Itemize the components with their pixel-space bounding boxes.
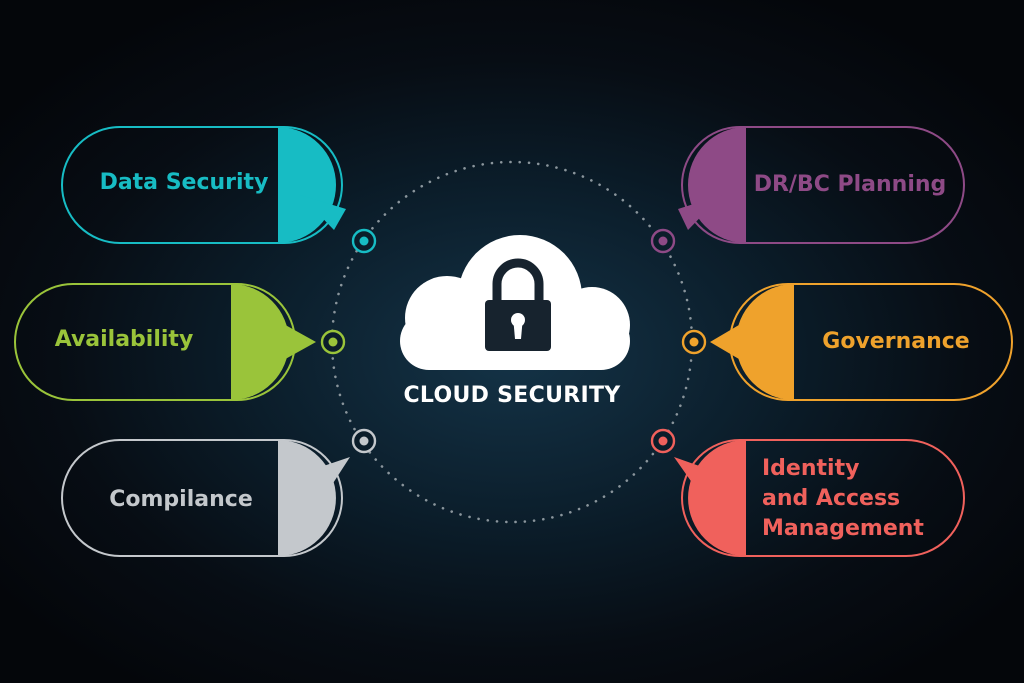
compliance-label-line: Compilance — [109, 487, 253, 512]
compliance-node — [351, 428, 377, 454]
governance-label-line: Governance — [822, 329, 970, 354]
cloud-lock-icon — [400, 235, 630, 370]
dr-bc-planning-cap — [688, 127, 746, 243]
dr-bc-planning-outline — [681, 126, 965, 244]
availability-label-line: Availability — [54, 327, 194, 352]
governance-cap — [736, 284, 794, 400]
identity-access-label-line: and Access — [762, 486, 901, 511]
availability-cap — [231, 284, 289, 400]
identity-access-label-line: Identity — [762, 456, 860, 481]
data-security-label: Data Security — [70, 168, 298, 198]
identity-access-tail — [674, 457, 722, 494]
availability-node — [320, 329, 346, 355]
governance-bubble — [710, 283, 1013, 401]
governance-tail — [710, 322, 744, 362]
availability-bubble — [14, 283, 316, 401]
dr-bc-planning-tail — [678, 195, 722, 230]
data-security-tail — [300, 195, 346, 230]
governance-node — [681, 329, 707, 355]
data-security-bubble — [61, 126, 346, 244]
identity-access-bubble — [674, 439, 965, 557]
data-security-node — [351, 228, 377, 254]
dr-bc-planning-label: DR/BC Planning — [740, 170, 960, 200]
identity-access-outline — [681, 439, 965, 557]
availability-tail — [280, 322, 316, 362]
compliance-tail — [300, 457, 350, 494]
identity-access-cap — [688, 440, 746, 556]
identity-access-label-line: Management — [762, 516, 924, 541]
dr-bc-planning-node — [650, 228, 676, 254]
identity-access-node — [650, 428, 676, 454]
availability-label: Availability — [22, 325, 226, 355]
dr-bc-planning-label-line: DR/BC Planning — [753, 172, 947, 197]
lock-icon — [485, 258, 551, 351]
data-security-outline — [61, 126, 343, 244]
compliance-label: Compilance — [70, 485, 292, 515]
topic-bubbles — [14, 126, 1013, 557]
connector-nodes — [320, 228, 707, 454]
dr-bc-planning-bubble — [678, 126, 965, 244]
governance-label: Governance — [792, 327, 1000, 357]
center-title: CLOUD SECURITY — [403, 383, 621, 408]
compliance-outline — [61, 439, 343, 557]
data-security-label-line: Data Security — [99, 170, 269, 195]
compliance-bubble — [61, 439, 350, 557]
